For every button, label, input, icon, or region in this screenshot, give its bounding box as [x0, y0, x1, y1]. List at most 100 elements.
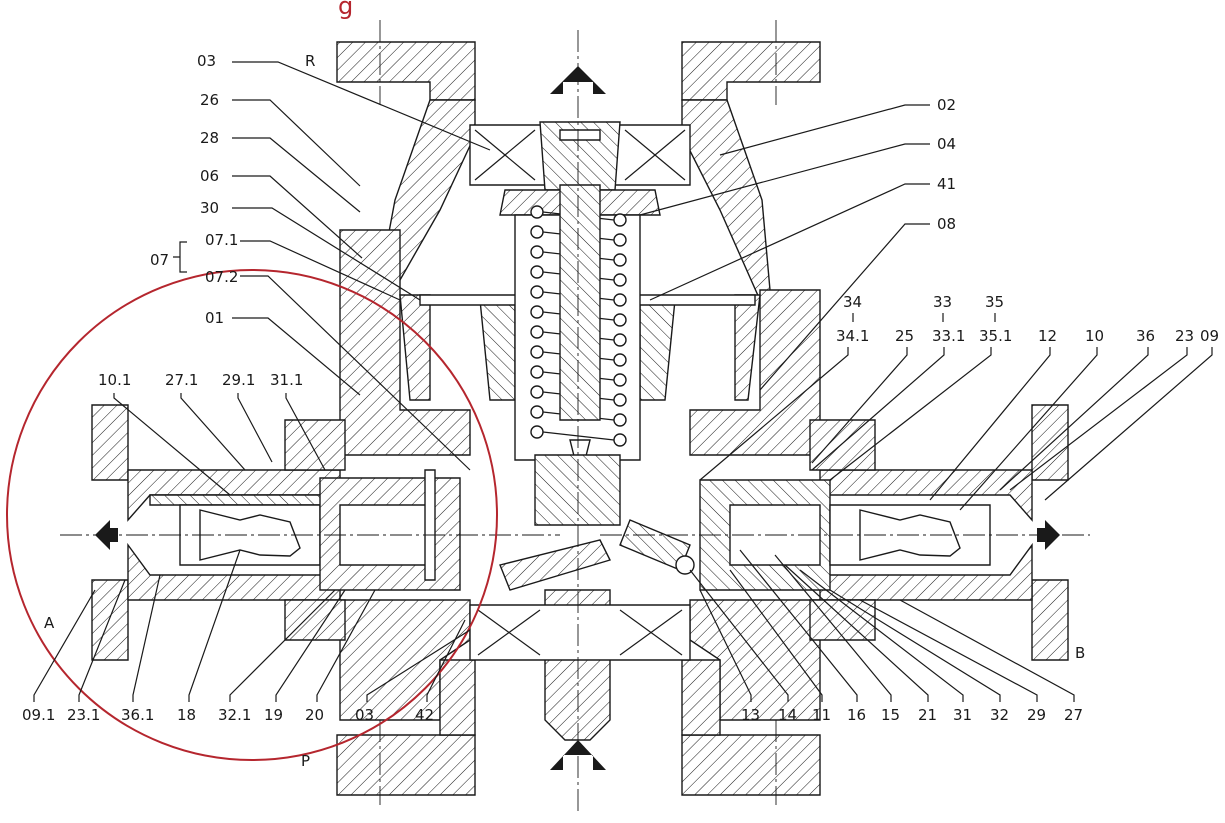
leader-line-09 — [1044, 347, 1213, 501]
callout-01: 01 — [205, 309, 224, 327]
callout-23-1: 23.1 — [67, 706, 100, 724]
leader-line-13 — [699, 589, 752, 702]
callout-26: 26 — [200, 91, 219, 109]
spring-coil-left — [530, 265, 544, 279]
leader-line-36 — [999, 347, 1149, 491]
spring-coil-right — [613, 293, 627, 307]
callout-04: 04 — [937, 135, 956, 153]
callout-10-1: 10.1 — [98, 371, 131, 389]
leader-line-21 — [784, 564, 929, 702]
callout-11: 11 — [812, 706, 831, 724]
callout-10: 10 — [1085, 327, 1104, 345]
spring-coil-left — [530, 325, 544, 339]
callout-32: 32 — [990, 706, 1009, 724]
leader-line-26 — [232, 99, 361, 187]
leader-line-07-1 — [240, 240, 401, 301]
leader-line-23-1 — [78, 579, 126, 702]
leader-line-36-1 — [132, 574, 161, 702]
leader-line-30 — [232, 207, 421, 301]
leader-line-23 — [1009, 347, 1188, 491]
callout-27: 27 — [1064, 706, 1083, 724]
right-port-b — [600, 404, 1090, 661]
title-fragment: g — [338, 0, 353, 20]
spring-coil-right — [613, 373, 627, 387]
group-label-07: 07 — [150, 251, 169, 269]
port-b: B — [1075, 644, 1085, 662]
callout-31-1: 31.1 — [270, 371, 303, 389]
leader-line-14 — [689, 569, 789, 702]
left-port-a — [60, 404, 560, 661]
leader-line-33-1 — [811, 347, 945, 471]
leader-line-16 — [739, 549, 858, 702]
leader-line-02 — [719, 104, 930, 156]
callout-02: 02 — [937, 96, 956, 114]
spring-coil-right — [613, 393, 627, 407]
leader-line-29 — [859, 599, 1038, 702]
leader-line-29-1 — [237, 393, 273, 463]
callout-08: 08 — [937, 215, 956, 233]
leader-line-28 — [232, 137, 361, 213]
leader-line-07-2 — [240, 275, 471, 471]
port-a: A — [44, 614, 55, 632]
callout-41: 41 — [937, 175, 956, 193]
valve-body — [336, 229, 821, 805]
leader-line-32-1 — [229, 589, 336, 702]
leader-line-18 — [188, 549, 241, 702]
top-flange — [336, 20, 821, 302]
spring-coil-right — [613, 333, 627, 347]
callout-19: 19 — [264, 706, 283, 724]
callout-06: 06 — [200, 167, 219, 185]
spring-coil-right — [613, 213, 627, 227]
callout-20: 20 — [305, 706, 324, 724]
callout-36-1: 36.1 — [121, 706, 154, 724]
callout-21: 21 — [918, 706, 937, 724]
callout-35: 35 — [985, 293, 1004, 311]
leader-line-27-1 — [180, 393, 246, 471]
spring-coil-left — [530, 425, 544, 439]
leader-line-10-1 — [113, 393, 231, 496]
leader-line-42 — [426, 619, 466, 702]
right-callouts: 02 04 41 08 — [639, 96, 956, 391]
callout-03b: 03 — [355, 706, 374, 724]
leader-line-20 — [316, 589, 376, 702]
callout-18: 18 — [177, 706, 196, 724]
spring-coil-right — [613, 273, 627, 287]
callout-35-1: 35.1 — [979, 327, 1012, 345]
leader-line-03 — [232, 61, 491, 151]
callout-27-1: 27.1 — [165, 371, 198, 389]
callout-07-1: 07.1 — [205, 231, 238, 249]
port-p: P — [301, 752, 310, 770]
callout-28: 28 — [200, 129, 219, 147]
callout-29-1: 29.1 — [222, 371, 255, 389]
callout-33-1: 33.1 — [932, 327, 965, 345]
callout-32-1: 32.1 — [218, 706, 251, 724]
leader-line-31-1 — [285, 393, 326, 471]
spring-coil-left — [530, 205, 544, 219]
detail-circle — [6, 269, 498, 761]
leader-line-06 — [232, 175, 363, 259]
callout-31: 31 — [953, 706, 972, 724]
port-r: R — [305, 52, 315, 70]
spring-coil-right — [613, 353, 627, 367]
callout-07-2: 07.2 — [205, 268, 238, 286]
spring-coil-left — [530, 405, 544, 419]
leader-line-08 — [759, 223, 930, 391]
valve-stem — [469, 454, 695, 741]
spring-coil-left — [530, 285, 544, 299]
leader-line-34-1 — [699, 347, 849, 481]
callout-09-1: 09.1 — [22, 706, 55, 724]
leader-line-31 — [799, 569, 964, 702]
leader-line-01 — [232, 317, 361, 396]
callout-23: 23 — [1175, 327, 1194, 345]
callout-09: 09 — [1200, 327, 1219, 345]
spring-coil-right — [613, 433, 627, 447]
leader-line-41 — [649, 183, 930, 301]
spring-coil-right — [613, 253, 627, 267]
callout-16: 16 — [847, 706, 866, 724]
arrow-left-a-icon — [95, 520, 118, 550]
callout-12: 12 — [1038, 327, 1057, 345]
leader-line-03b — [366, 629, 471, 702]
